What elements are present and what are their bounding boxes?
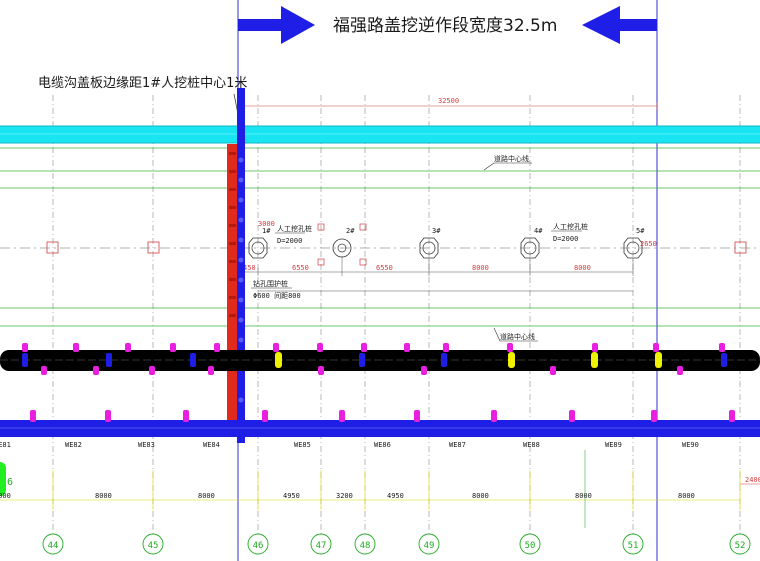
guard-pile-label: 钻孔围护桩: [253, 279, 288, 288]
pipeline-markers-magenta: [22, 343, 725, 375]
dim: 4950: [387, 492, 404, 500]
pile-4-size: D=2000: [553, 235, 578, 243]
grid-label: 49: [424, 541, 435, 551]
grid-label: 50: [525, 541, 536, 551]
right-arrow-icon: [238, 6, 315, 44]
spacing-2: 6550: [376, 264, 393, 272]
spacing-4: 8000: [574, 264, 591, 272]
we-label: WE86: [374, 441, 391, 449]
column-markers-outside: [46, 241, 747, 254]
pipeline-band: [0, 350, 760, 371]
pile-1-label: 人工挖孔桩: [277, 224, 312, 233]
cable-trench-band: [0, 126, 760, 143]
grid-label: 45: [148, 541, 159, 551]
bottom-dimensions: 8000 8000 8000 4950 3200 4950 8000 8000 …: [0, 450, 760, 528]
we-label: WE90: [682, 441, 699, 449]
we-label: WE82: [65, 441, 82, 449]
grid-label: 48: [360, 541, 371, 551]
pile-3-number: 3#: [432, 227, 441, 235]
grid-label: 46: [253, 541, 264, 551]
dim: 3200: [336, 492, 353, 500]
pile-1-number: 1#: [262, 227, 271, 235]
we-label: WE84: [203, 441, 220, 449]
dim: 8000: [0, 492, 11, 500]
we-label: WE89: [605, 441, 622, 449]
cable-trench-note: 电缆沟盖板边缘距1#人挖桩中心1米: [38, 75, 247, 91]
dim: 8000: [678, 492, 695, 500]
grid-label: 52: [735, 541, 746, 551]
road-center-label-top: 道路中心线: [494, 154, 529, 163]
pile-1-size: D=2000: [277, 237, 302, 245]
we-label: WE85: [294, 441, 311, 449]
bottom-band-markers: [30, 410, 735, 422]
we-label: WE87: [449, 441, 466, 449]
pile-4: 4# 人工挖孔桩 D=2000: [520, 222, 588, 259]
dim: 8000: [95, 492, 112, 500]
dim-right: 2400: [745, 476, 760, 484]
left-edge-number: 6: [7, 477, 13, 488]
grid-label: 51: [628, 541, 639, 551]
pile-1: 1# 人工挖孔桩 D=2000 3000: [248, 220, 312, 259]
pile-2-number: 2#: [346, 227, 355, 235]
dim: 8000: [472, 492, 489, 500]
dim: 8000: [198, 492, 215, 500]
pile-edge-offset: 450: [243, 264, 256, 272]
we-label: WE88: [523, 441, 540, 449]
dim-32500: 32500: [438, 97, 459, 105]
we-axis-labels: WE81 WE82 WE83 WE84 WE85 WE86 WE87 WE88 …: [0, 441, 699, 449]
pile-4-number: 4#: [534, 227, 543, 235]
dim: 8000: [575, 492, 592, 500]
retaining-pile-column: [227, 144, 238, 427]
guard-pile-spec: Φ600 间距800: [253, 292, 301, 300]
pile-1-offset: 3000: [258, 220, 275, 228]
left-edge-marker: [0, 462, 6, 496]
road-center-label-bottom: 道路中心线: [500, 332, 535, 341]
pile-5: 5# 2650: [623, 227, 657, 259]
we-label: WE83: [138, 441, 155, 449]
grid-label: 44: [48, 541, 59, 551]
blue-vertical-column: [237, 88, 245, 443]
green-road-lines: [0, 147, 760, 327]
pile-5-number: 5#: [636, 227, 645, 235]
pile-3: 3#: [419, 227, 441, 259]
grid-axis-bubbles: [42, 533, 751, 555]
we-label: WE81: [0, 441, 11, 449]
pipeline-markers-blue: [22, 353, 727, 367]
grid-axis-labels: 44 45 46 47 48 49 50 51 52: [48, 541, 746, 551]
spacing-3: 8000: [472, 264, 489, 272]
title: 福强路盖挖逆作段宽度32.5m: [333, 16, 557, 36]
pile-spacing-dimensions: 450 6550 6550 8000 8000: [240, 256, 634, 292]
grid-label: 47: [316, 541, 327, 551]
top-dimension: 32500: [237, 97, 658, 110]
dim: 4950: [283, 492, 300, 500]
pipeline-markers-yellow: [275, 352, 662, 368]
pile-4-label: 人工挖孔桩: [553, 222, 588, 231]
left-arrow-icon: [582, 6, 657, 44]
pile-5-offset: 2650: [640, 240, 657, 248]
vertical-axis-lines: [52, 95, 741, 540]
spacing-1: 6550: [292, 264, 309, 272]
